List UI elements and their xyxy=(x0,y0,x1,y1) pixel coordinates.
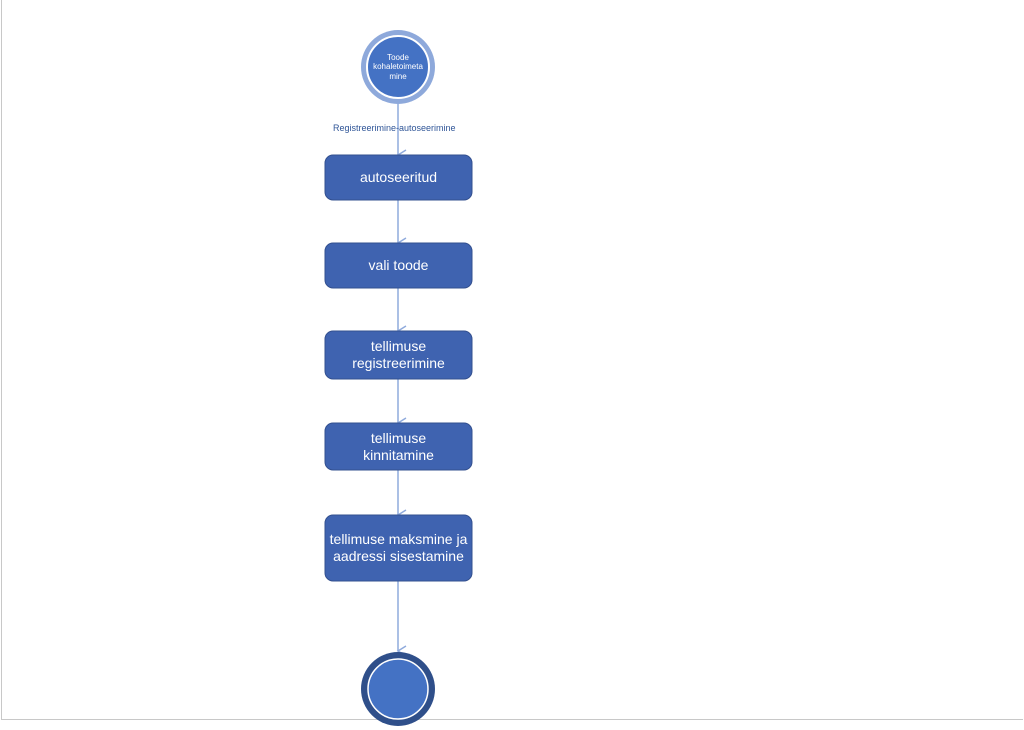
action-node-tellimuse-maksmine[interactable] xyxy=(324,514,473,582)
action-label-tellimuse-registreerimine: tellimuse registreerimine xyxy=(352,338,445,371)
edge-label: Registreerimine-autoseerimine xyxy=(333,123,456,133)
action-label-tellimuse-kinnitamine: tellimuse kinnitamine xyxy=(363,429,434,463)
action-node-tellimuse-kinnitamine[interactable] xyxy=(324,422,473,471)
action-label-autoseeritud: autoseeritud xyxy=(359,169,438,186)
action-node-autoseeritud[interactable] xyxy=(324,154,473,201)
action-label-tellimuse-maksmine: tellimuse maksmine ja aadressi sisestami… xyxy=(329,531,468,564)
end-node[interactable] xyxy=(361,652,435,726)
start-node-inner xyxy=(366,35,430,99)
end-node-inner xyxy=(367,658,429,720)
start-node-label-line-1: Toode xyxy=(387,52,409,62)
action-label-vali-toode: vali toode xyxy=(368,257,429,274)
start-node-label: Toode kohaletoimeta mine xyxy=(363,46,433,88)
action-node-vali-toode[interactable] xyxy=(324,242,473,289)
start-node-label-line-2: kohaletoimeta xyxy=(373,62,423,72)
action-node-tellimuse-registreerimine[interactable] xyxy=(324,330,473,380)
start-node[interactable] xyxy=(361,30,435,104)
start-node-label-line-3: mine xyxy=(389,71,407,81)
